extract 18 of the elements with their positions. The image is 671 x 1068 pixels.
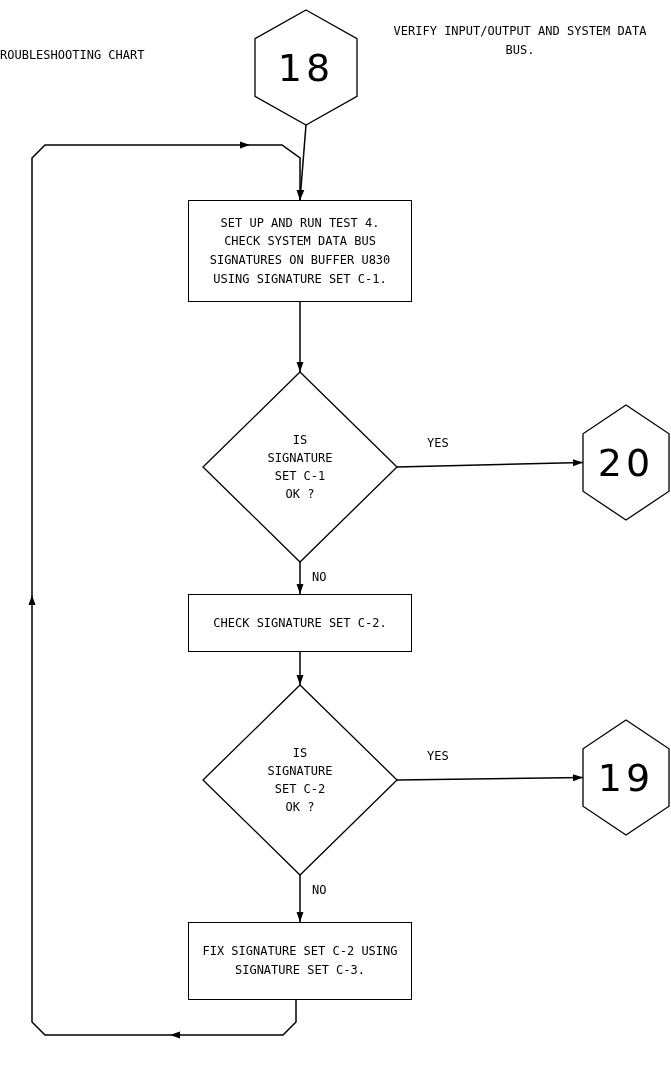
process-box xyxy=(188,200,412,302)
decision-diamond xyxy=(203,372,397,562)
hexagon-connector xyxy=(583,720,669,835)
process-box xyxy=(188,594,412,652)
step-number: 19 xyxy=(597,758,655,797)
step-text: CHECK SIGNATURE SET C-2. xyxy=(212,614,388,632)
chart-heading: ROUBLESHOOTING CHART xyxy=(0,48,145,62)
step-number: 20 xyxy=(597,443,655,482)
step-number: 18 xyxy=(277,48,335,87)
question-text: IS SIGNATURE SET C-1 OK ? xyxy=(266,432,334,503)
question-text: IS SIGNATURE SET C-2 OK ? xyxy=(266,745,334,816)
decision-diamond xyxy=(203,685,397,875)
hexagon-connector xyxy=(255,10,357,125)
hexagon-connector xyxy=(583,405,669,520)
process-box xyxy=(188,922,412,1000)
step-description: VERIFY INPUT/OUTPUT AND SYSTEM DATA BUS. xyxy=(392,23,648,59)
step-text: SET UP AND RUN TEST 4. CHECK SYSTEM DATA BUS SIGNATURES ON BUFFER U830 USING SIGNATURE SET C-1. xyxy=(208,214,392,288)
step-text: FIX SIGNATURE SET C-2 USING SIGNATURE SET C-3. xyxy=(201,943,399,979)
